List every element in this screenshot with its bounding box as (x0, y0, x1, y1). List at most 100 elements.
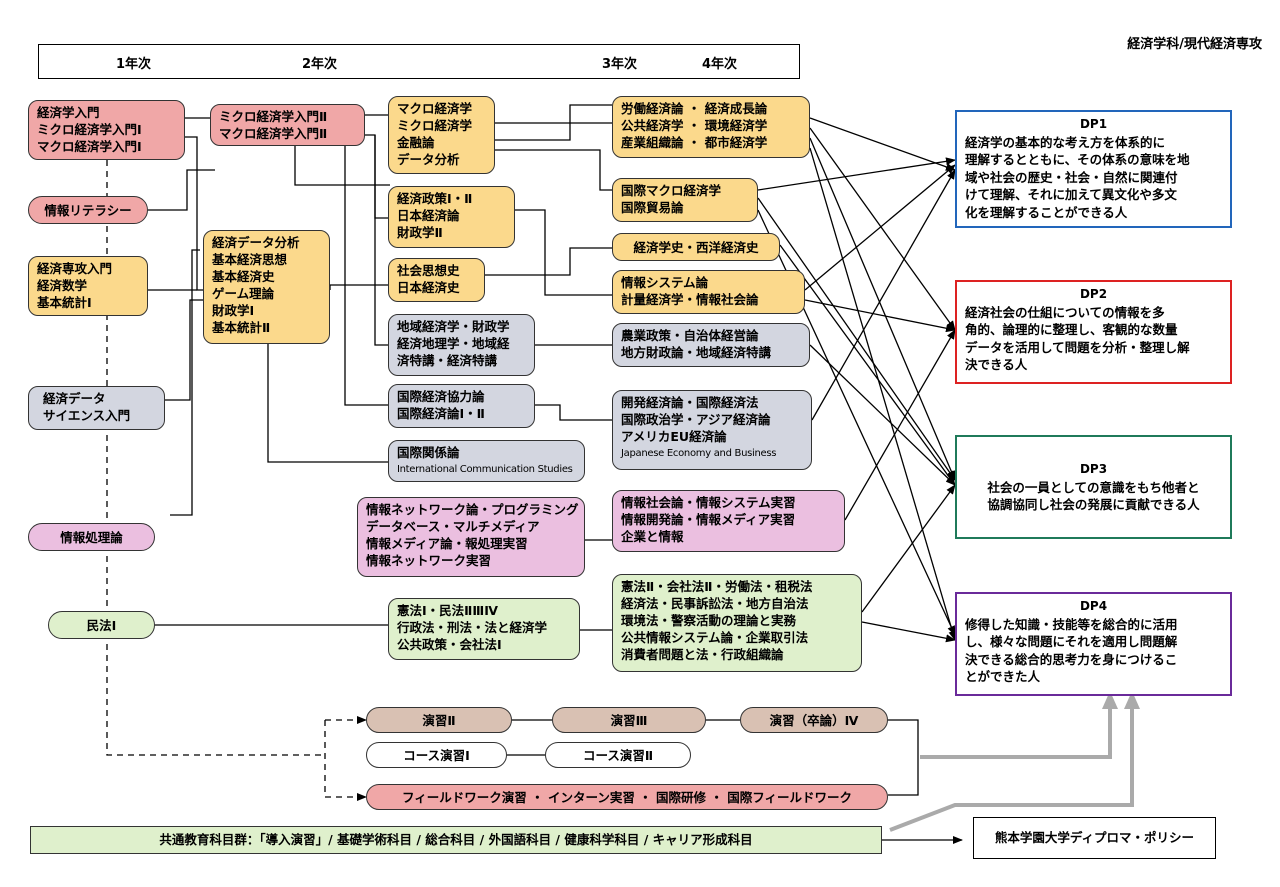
year-label-1: 1年次 (116, 57, 152, 72)
course-name: 演習Ⅲ (610, 712, 648, 728)
diploma-policy-box: 熊本学園大学ディプロマ・ポリシー (973, 817, 1216, 859)
course-box-intl-macro: 国際マクロ経済学 国際貿易論 (612, 178, 758, 222)
course-name: 消費者問題と法・行政組織論 (621, 647, 784, 662)
course-name: 財政学Ⅱ (397, 225, 443, 240)
course-name: 情報メディア論・報処理実習 (366, 536, 528, 551)
course-box-info-system: 情報システム論 計量経済学・情報社会論 (612, 270, 805, 314)
dp4-box: DP4 修得した知識・技能等を総合的に活用 し、様々な問題にそれを適用し問題解 … (955, 592, 1232, 696)
course-name: 済特講・経済特講 (397, 353, 498, 368)
course-name: 情報処理論 (60, 529, 123, 545)
course-name: 経済政策Ⅰ・Ⅱ (397, 191, 473, 206)
dp-text: 経済社会の仕組についての情報を多 (965, 304, 1165, 320)
dp-text: とができた人 (965, 669, 1041, 684)
course-name: 情報リテラシー (44, 202, 132, 218)
dp3-box: DP3 社会の一員としての意識をもち他者と 協調協同し社会の発展に貢献できる人 (955, 435, 1232, 539)
course-name: 日本経済史 (397, 280, 460, 295)
course-box-intro: 経済学入門 ミクロ経済学入門Ⅰ マクロ経済学入門Ⅰ (28, 100, 185, 160)
course-name: 基本経済史 (212, 269, 275, 284)
course-name: 開発経済論・国際経済法 (621, 395, 759, 410)
course-seminar-2: コース演習Ⅱ (545, 742, 691, 768)
course-name: 国際関係論 (397, 445, 460, 460)
course-name: 金融論 (397, 135, 435, 150)
course-name: 情報社会論・情報システム実習 (621, 495, 796, 510)
course-name: ミクロ経済学 (397, 118, 473, 133)
course-box-civil-law: 民法Ⅰ (48, 611, 155, 639)
common-subjects-bar: 共通教育科目群：「導入演習」/ 基礎学術科目 / 総合科目 / 外国語科目 / … (30, 826, 882, 854)
dp-text: データを活用して問題を分析・整理し解 (965, 339, 1190, 355)
course-box-constitution-law: 憲法Ⅰ・民法ⅡⅢⅣ 行政法・刑法・法と経済学 公共政策・会社法Ⅰ (388, 598, 580, 660)
course-name: サイエンス入門 (43, 408, 131, 423)
dp-text: 社会の一員としての意識をもち他者と (987, 479, 1200, 495)
course-name: データ分析 (397, 152, 460, 167)
course-name: 国際政治学・アジア経済論 (621, 412, 771, 427)
year-label-3: 3年次 (602, 57, 638, 72)
course-box-info-society: 情報社会論・情報システム実習 情報開発論・情報メディア実習 企業と情報 (612, 490, 845, 552)
course-name: 基本統計Ⅱ (212, 320, 271, 335)
dp-text: 決できる総合的思考力を身につけるこ (965, 651, 1178, 667)
course-box-advanced-law: 憲法Ⅱ・会社法Ⅱ・労働法・租税法 経済法・民事訴訟法・地方自治法 環境法・警察活… (612, 574, 862, 672)
course-name: 労働経済論 ・ 経済成長論 (621, 101, 768, 116)
course-name: ゲーム理論 (212, 286, 275, 301)
course-name: 基本統計Ⅰ (37, 295, 92, 310)
course-name: 演習（卒論）Ⅳ (769, 712, 859, 728)
course-name: 情報ネットワーク実習 (366, 553, 492, 568)
course-box-data-science-intro: 経済データ サイエンス入門 (28, 386, 165, 430)
dp2-box: DP2 経済社会の仕組についての情報を多 角的、論理的に整理し、客観的な数量 デ… (955, 280, 1232, 384)
course-name: 公共政策・会社法Ⅰ (397, 637, 502, 652)
dp-text: 角的、論理的に整理し、客観的な数量 (965, 322, 1178, 337)
course-name: 憲法Ⅰ・民法ⅡⅢⅣ (397, 603, 498, 618)
course-name: 国際貿易論 (621, 200, 684, 215)
course-name: 地方財政論・地域経済特講 (621, 345, 772, 360)
course-name: 産業組織論 ・ 都市経済学 (621, 135, 768, 150)
course-box-data-analysis: 経済データ分析 基本経済思想 基本経済史 ゲーム理論 財政学Ⅰ 基本統計Ⅱ (203, 230, 330, 344)
course-name: マクロ経済学入門Ⅰ (37, 139, 142, 154)
course-name: データベース・マルチメディア (366, 519, 540, 534)
course-name: 経済地理学・地域経 (397, 336, 510, 351)
course-name: 社会思想史 (397, 263, 460, 278)
fieldwork-seminar: フィールドワーク演習 ・ インターン実習 ・ 国際研修 ・ 国際フィールドワーク (366, 784, 888, 810)
course-name: 経済法・民事訴訟法・地方自治法 (621, 596, 809, 611)
seminar-4-thesis: 演習（卒論）Ⅳ (740, 707, 888, 733)
dp-text: 決できる人 (965, 357, 1028, 372)
course-name: マクロ経済学 (397, 101, 473, 116)
seminar-2: 演習Ⅱ (366, 707, 512, 733)
course-name: ミクロ経済学入門Ⅱ (219, 109, 328, 124)
course-name: 情報開発論・情報メディア実習 (621, 512, 796, 527)
year-label-2: 2年次 (302, 57, 338, 72)
dp-title: DP4 (1079, 599, 1108, 613)
dp-title: DP2 (1079, 287, 1108, 301)
course-name: 環境法・警察活動の理論と実務 (621, 613, 797, 628)
course-name: 経済データ分析 (212, 235, 300, 250)
course-box-micro-macro-2: ミクロ経済学入門Ⅱ マクロ経済学入門Ⅱ (210, 104, 365, 146)
course-name: 経済学入門 (37, 105, 100, 120)
course-box-major-intro: 経済専攻入門 経済数学 基本統計Ⅰ (28, 256, 148, 316)
course-name: 経済学史・西洋経済史 (633, 239, 759, 255)
course-name: 公共経済学 ・ 環境経済学 (621, 118, 768, 133)
dp-text: けて理解、それに加えて異文化や多文 (965, 187, 1177, 202)
course-name: 経済専攻入門 (37, 261, 113, 276)
dp-title: DP1 (1079, 117, 1108, 131)
course-name: 行政法・刑法・法と経済学 (397, 620, 548, 635)
seminar-3: 演習Ⅲ (552, 707, 706, 733)
dp1-box: DP1 経済学の基本的な考え方を体系的に 理解するとともに、その体系の意味を地 … (955, 110, 1232, 228)
course-name: 日本経済論 (397, 208, 460, 223)
dp-text: 経済学の基本的な考え方を体系的に (965, 134, 1166, 150)
course-name: 経済数学 (37, 278, 88, 293)
page-title: 経済学科/現代経済専攻 (1127, 37, 1262, 52)
course-box-labor-econ: 労働経済論 ・ 経済成長論 公共経済学 ・ 環境経済学 産業組織論 ・ 都市経済… (612, 96, 810, 158)
course-name: 国際マクロ経済学 (621, 183, 722, 198)
course-name: International Communication Studies (397, 464, 573, 475)
course-name: Japanese Economy and Business (621, 448, 777, 459)
course-name: 農業政策・自治体経営論 (621, 328, 759, 343)
course-name: 基本経済思想 (212, 252, 288, 267)
course-name: 経済データ (43, 391, 106, 406)
dp-text: 域や社会の歴史・社会・自然に関連付 (965, 169, 1178, 185)
course-box-macro: マクロ経済学 ミクロ経済学 金融論 データ分析 (388, 96, 495, 174)
course-name: マクロ経済学入門Ⅱ (219, 126, 328, 141)
course-box-econ-policy: 経済政策Ⅰ・Ⅱ 日本経済論 財政学Ⅱ (388, 186, 515, 248)
course-name: コース演習Ⅱ (582, 747, 654, 763)
dp-text: 修得した知識・技能等を総合的に活用 (965, 616, 1178, 632)
course-name: 企業と情報 (621, 529, 684, 544)
course-box-intl-coop: 国際経済協力論 国際経済論Ⅰ・Ⅱ (388, 384, 535, 428)
